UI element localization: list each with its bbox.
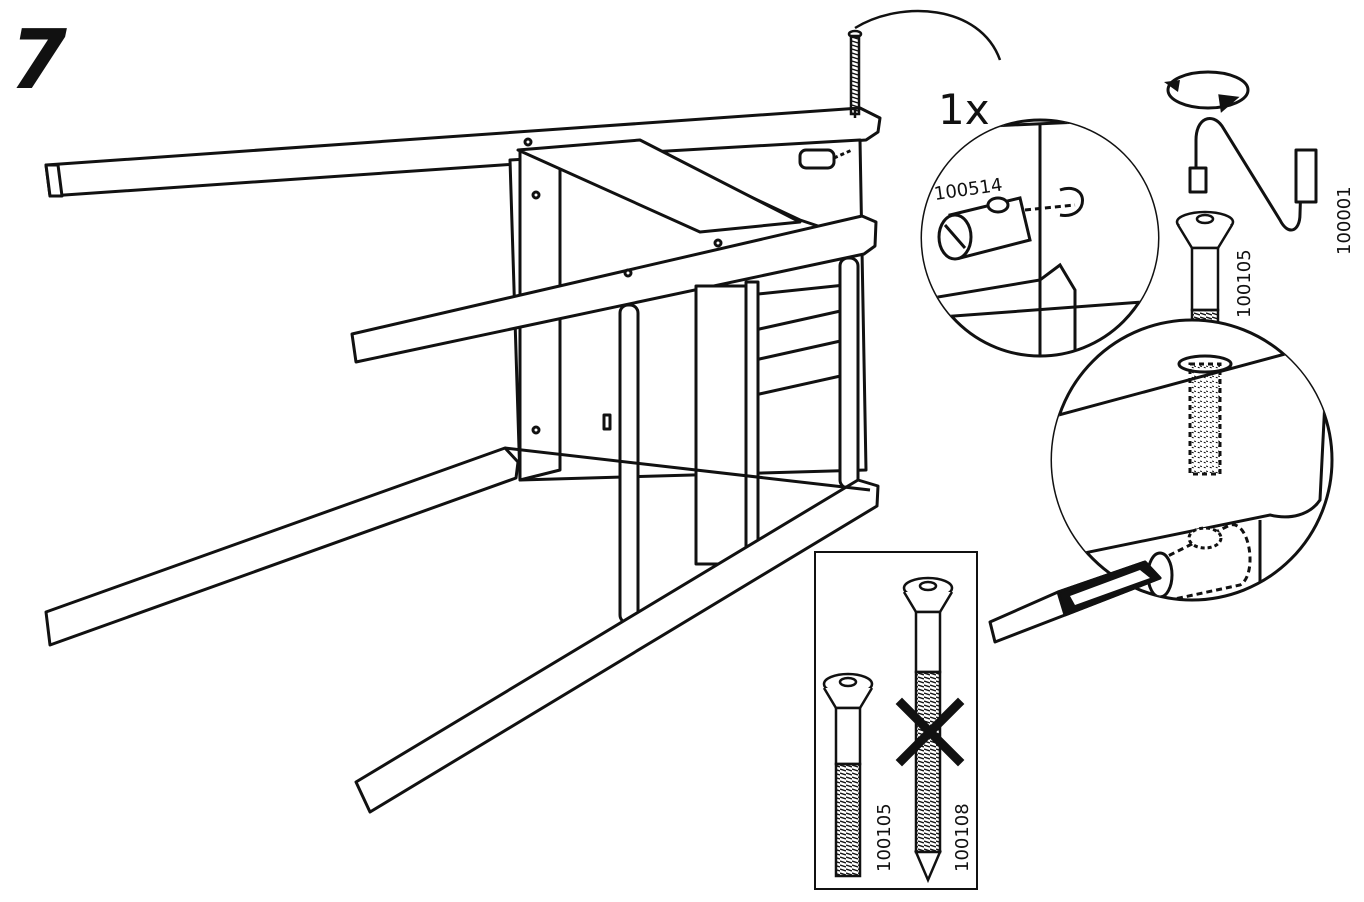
wrong-bolt — [902, 576, 954, 884]
wrench-part-code: 100001 — [1334, 186, 1355, 255]
callout-quantity: 1x — [938, 85, 990, 134]
allen-key-icon — [1188, 116, 1318, 232]
bolt-part-code: 100105 — [1234, 249, 1255, 318]
stool-drawing — [44, 106, 882, 814]
cross-mark-icon — [895, 697, 965, 767]
screwdriver-icon — [988, 560, 1162, 644]
bolt-comparison-box: 100105 100108 — [814, 551, 978, 890]
cam-pin-small — [798, 148, 853, 170]
rotate-arrow-icon — [1164, 70, 1250, 113]
cam-lock-part — [937, 196, 1032, 261]
callout-cam-lock: 1x 100514 — [854, 9, 1160, 358]
bolt-insert-indicator — [847, 29, 863, 118]
correct-bolt-code: 100105 — [874, 803, 895, 872]
callout-screwdriver — [988, 318, 1334, 644]
wrong-bolt-code: 100108 — [952, 803, 973, 872]
correct-bolt — [822, 672, 874, 878]
step-number: 7 — [10, 13, 67, 108]
